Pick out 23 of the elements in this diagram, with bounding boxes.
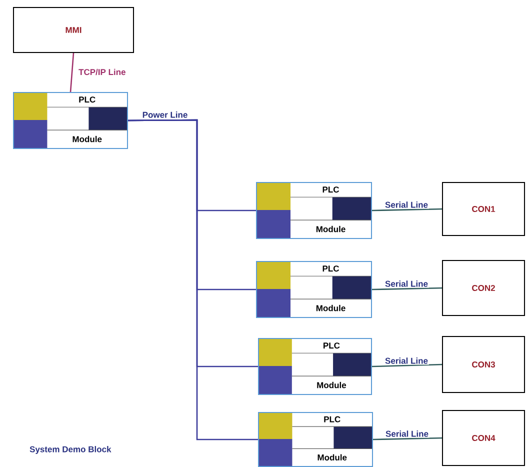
diagram-caption: System Demo Block xyxy=(30,446,112,454)
device-box: CON1 xyxy=(442,182,525,236)
edge-label: TCP/IP Line xyxy=(78,68,126,76)
device-box: CON3 xyxy=(442,336,525,393)
connector-line xyxy=(373,437,442,440)
device-box: CON2 xyxy=(442,260,525,316)
plc-module-block: PLC Module xyxy=(258,338,372,395)
connector-line xyxy=(372,287,442,290)
device-box: MMI xyxy=(13,7,134,53)
plc-module-block: PLC Module xyxy=(258,412,373,467)
edge-label: Serial Line xyxy=(384,430,430,438)
connector-line xyxy=(372,364,442,368)
edge-label: Power Line xyxy=(142,112,188,118)
edge-label: Serial Line xyxy=(384,280,429,288)
connector-line xyxy=(70,52,74,92)
edge-label: Serial Line xyxy=(384,200,429,209)
plc-module-block: PLC Module xyxy=(13,92,128,149)
connector-line xyxy=(372,208,442,212)
plc-module-block: PLC Module xyxy=(256,261,372,318)
connector-line xyxy=(128,119,258,440)
edge-label: Serial Line xyxy=(384,356,429,365)
plc-module-block: PLC Module xyxy=(256,182,372,239)
device-box: CON4 xyxy=(442,410,525,466)
